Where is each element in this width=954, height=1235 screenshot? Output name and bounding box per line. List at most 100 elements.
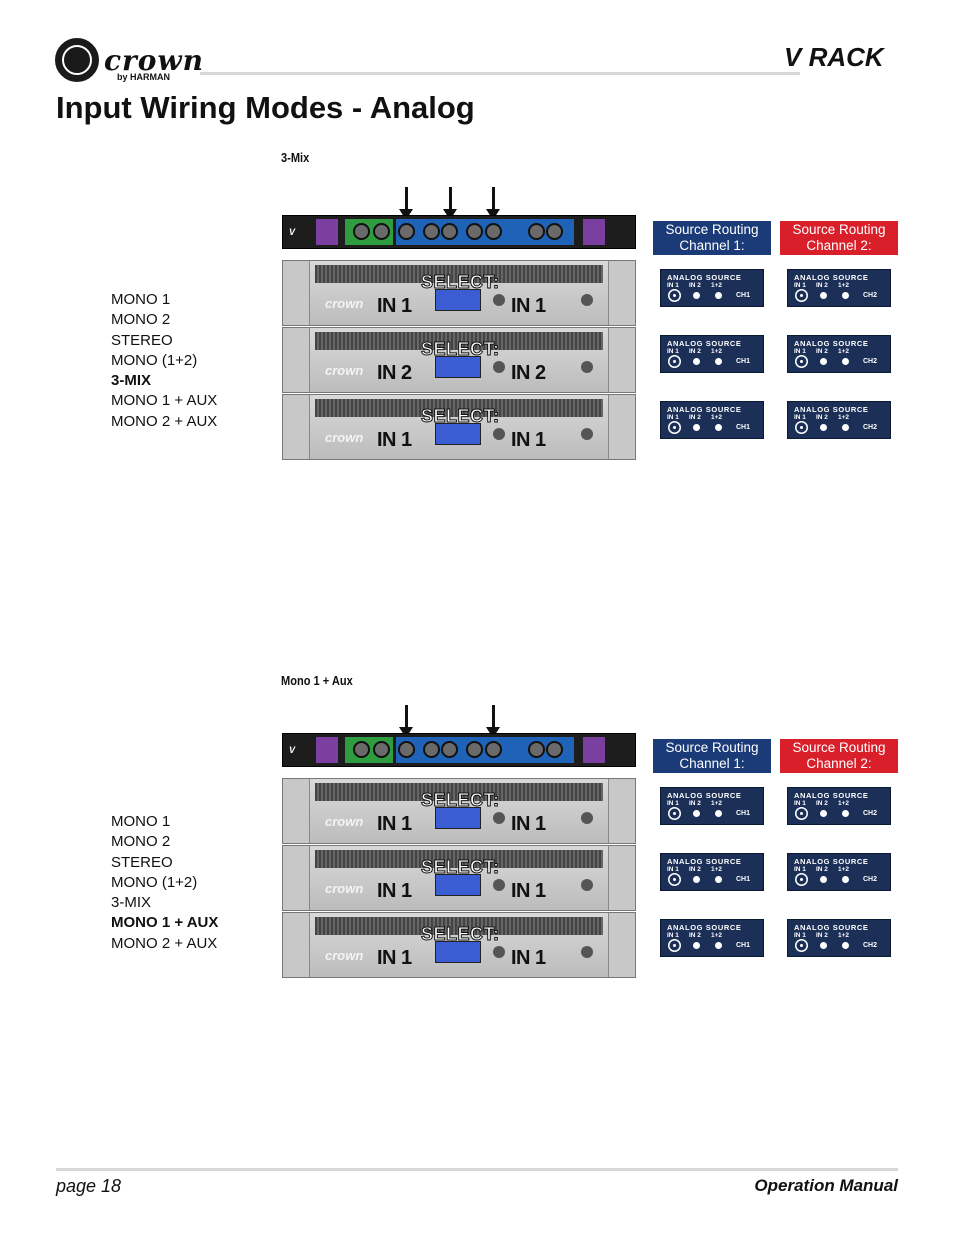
rack-ear [283, 779, 310, 843]
mode-item: MONO 2 [111, 311, 171, 329]
option-radio[interactable] [693, 292, 700, 299]
input-arrow-icon [399, 187, 413, 220]
option-radio[interactable] [693, 424, 700, 431]
input-right-label: IN 1 [511, 813, 546, 835]
option-radio[interactable] [842, 876, 849, 883]
option-radio[interactable] [715, 358, 722, 365]
input-left-label: IN 2 [377, 362, 412, 384]
option-radio[interactable] [798, 810, 805, 817]
option-radio[interactable] [715, 424, 722, 431]
option-label: IN 2 [689, 414, 701, 421]
option-radio[interactable] [798, 942, 805, 949]
channel-label: CH1 [736, 876, 751, 883]
option-radio[interactable] [820, 942, 827, 949]
option-radio[interactable] [671, 424, 678, 431]
option-radio[interactable] [820, 876, 827, 883]
option-radio[interactable] [671, 358, 678, 365]
amp-brand-label: crown [325, 881, 364, 896]
vrack-logo: V RACK [784, 42, 884, 72]
knob-icon [493, 428, 505, 440]
xlr-connector-icon [441, 741, 458, 758]
option-label: 1+2 [711, 932, 723, 939]
option-label: 1+2 [711, 282, 723, 289]
xlr-connector-icon [398, 741, 415, 758]
option-radio[interactable] [693, 876, 700, 883]
option-radio[interactable] [842, 292, 849, 299]
panel-title: ANALOG SOURCE [667, 405, 742, 414]
input-right-label: IN 1 [511, 429, 546, 451]
option-radio[interactable] [715, 876, 722, 883]
option-radio[interactable] [798, 424, 805, 431]
select-label: SELECT: [421, 857, 500, 878]
option-radio[interactable] [693, 942, 700, 949]
option-radio[interactable] [842, 942, 849, 949]
mode-item: 3-MIX [111, 372, 152, 390]
input-left-label: IN 1 [377, 295, 412, 317]
option-label: 1+2 [711, 866, 723, 873]
amp-display [435, 941, 481, 963]
knob-icon [493, 812, 505, 824]
xlr-connector-icon [485, 741, 502, 758]
knob-icon [581, 428, 593, 440]
option-radio[interactable] [798, 292, 805, 299]
source-routing-ch1-header: Source Routing Channel 1: [653, 221, 771, 255]
option-label: IN 2 [689, 866, 701, 873]
option-radio[interactable] [820, 292, 827, 299]
option-radio[interactable] [671, 942, 678, 949]
option-radio[interactable] [842, 810, 849, 817]
option-radio[interactable] [842, 424, 849, 431]
option-radio[interactable] [715, 292, 722, 299]
section-label: 3-Mix [281, 150, 310, 165]
option-radio[interactable] [693, 358, 700, 365]
amp-brand-label: crown [325, 814, 364, 829]
input-right-label: IN 2 [511, 362, 546, 384]
vent-grill [315, 917, 603, 935]
option-label: IN 2 [689, 932, 701, 939]
crown-logo-icon [55, 38, 99, 82]
vent-grill [315, 399, 603, 417]
option-radio[interactable] [798, 876, 805, 883]
vrack-panel-logo: V [289, 745, 296, 755]
option-radio[interactable] [820, 358, 827, 365]
xlr-connector-icon [441, 223, 458, 240]
option-label: IN 2 [689, 348, 701, 355]
option-radio[interactable] [671, 292, 678, 299]
option-radio[interactable] [671, 876, 678, 883]
option-label: IN 2 [689, 282, 701, 289]
xlr-connector-icon [373, 223, 390, 240]
rack-ear [283, 328, 310, 392]
input-arrow-icon [443, 187, 457, 220]
header-rule [200, 72, 800, 75]
option-label: 1+2 [838, 348, 850, 355]
xlr-connector-icon [528, 223, 545, 240]
option-radio[interactable] [820, 424, 827, 431]
option-radio[interactable] [715, 942, 722, 949]
option-radio[interactable] [842, 358, 849, 365]
mode-item: STEREO [111, 853, 173, 871]
rack-ear [608, 328, 635, 392]
option-label: 1+2 [838, 932, 850, 939]
option-label: IN 1 [794, 348, 806, 355]
channel-label: CH1 [736, 292, 751, 299]
option-label: IN 1 [667, 414, 679, 421]
channel-label: CH2 [863, 358, 878, 365]
rack-ear [608, 846, 635, 910]
source-routing-ch1-header: Source Routing Channel 1: [653, 739, 771, 773]
option-radio[interactable] [798, 358, 805, 365]
mode-item: MONO 1 [111, 291, 171, 308]
option-radio[interactable] [671, 810, 678, 817]
option-radio[interactable] [715, 810, 722, 817]
channel-label: CH2 [863, 292, 878, 299]
option-radio[interactable] [693, 810, 700, 817]
option-radio[interactable] [820, 810, 827, 817]
xlr-connector-icon [466, 223, 483, 240]
